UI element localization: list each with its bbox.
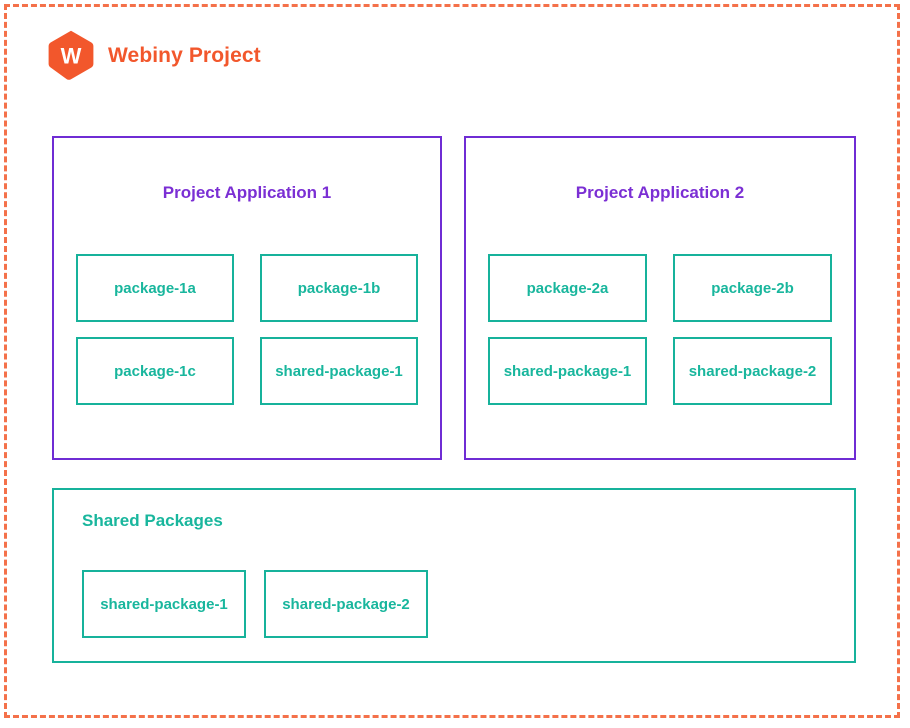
package-box[interactable]: shared-package-2 [264, 570, 428, 638]
project-application-2-title: Project Application 2 [575, 183, 745, 202]
project-header: W Webiny Project [48, 28, 261, 82]
shared-packages-title: Shared Packages [82, 511, 223, 530]
shared-packages-box: Shared Packages shared-package-1 shared-… [52, 488, 856, 663]
package-label: shared-package-1 [275, 362, 403, 380]
package-label: package-1a [114, 279, 196, 297]
project-application-1-title: Project Application 1 [162, 183, 332, 202]
package-label: package-1c [114, 362, 196, 380]
package-box[interactable]: package-1a [76, 254, 234, 322]
project-application-2-package-grid: package-2a package-2b shared-package-1 s… [488, 254, 832, 405]
package-label: package-1b [297, 279, 381, 297]
package-label: package-2b [711, 279, 794, 297]
project-application-1-box: Project Application 1 package-1a package… [52, 136, 442, 460]
shared-packages-grid: shared-package-1 shared-package-2 [82, 570, 428, 638]
project-application-1-package-grid: package-1a package-1b package-1c shared-… [76, 254, 418, 405]
package-label: shared-package-2 [688, 362, 817, 380]
package-label: shared-package-2 [282, 595, 410, 613]
package-box[interactable]: shared-package-2 [673, 337, 832, 405]
page-title: Webiny Project [108, 43, 261, 67]
package-box[interactable]: shared-package-1 [488, 337, 647, 405]
package-box[interactable]: package-1c [76, 337, 234, 405]
package-box[interactable]: shared-package-1 [260, 337, 418, 405]
project-root-boundary [4, 4, 900, 718]
package-box[interactable]: package-2b [673, 254, 832, 322]
package-box[interactable]: package-1b [260, 254, 418, 322]
package-label: shared-package-1 [503, 362, 632, 380]
package-label: package-2a [526, 279, 609, 297]
webiny-hexagon-logo-icon: W [48, 30, 94, 80]
project-application-2-box: Project Application 2 package-2a package… [464, 136, 856, 460]
package-box[interactable]: package-2a [488, 254, 647, 322]
svg-text:W: W [61, 44, 82, 69]
package-box[interactable]: shared-package-1 [82, 570, 246, 638]
package-label: shared-package-1 [100, 595, 228, 613]
